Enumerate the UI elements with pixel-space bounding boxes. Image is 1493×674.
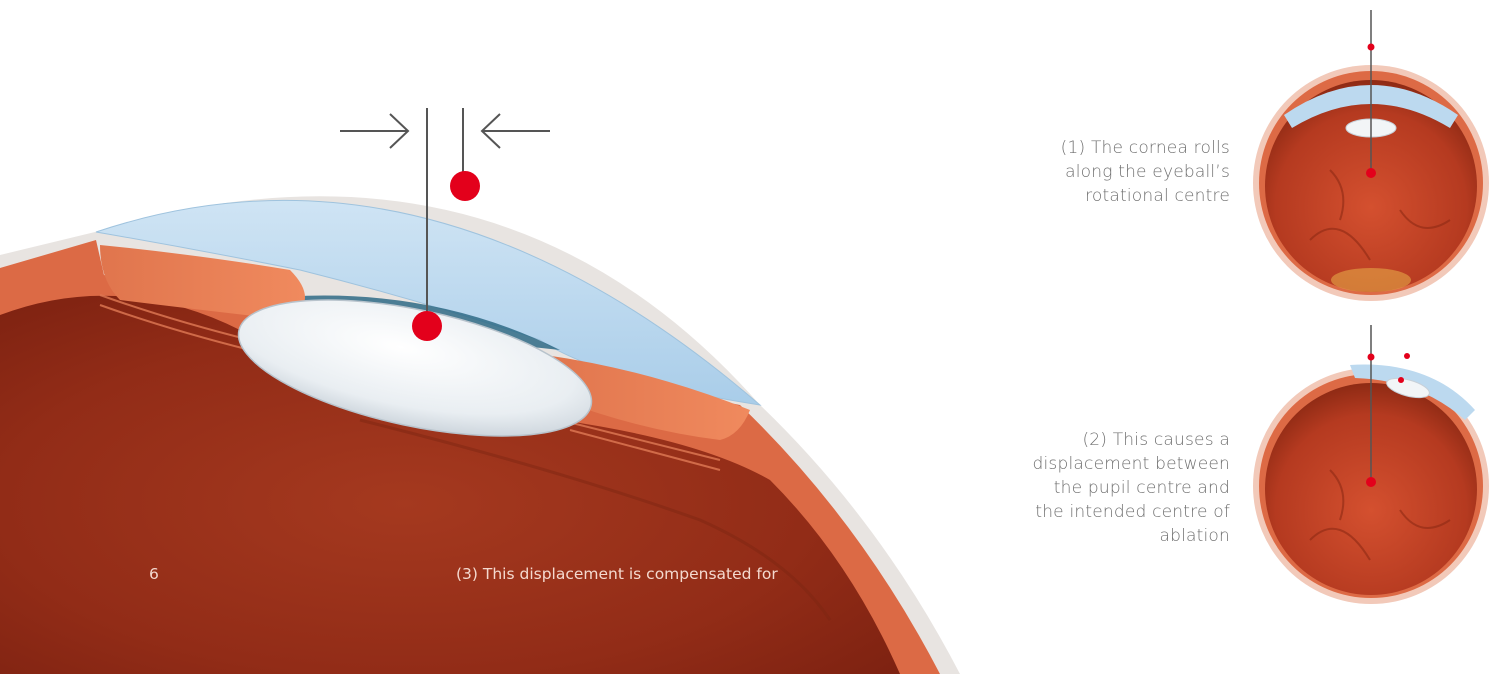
cornea-marker <box>1368 354 1375 361</box>
caption-step-2-line: the pupil centre and <box>1033 476 1230 500</box>
arrow-right-icon <box>340 114 408 148</box>
caption-step-2-line: the intended centre of <box>1033 500 1230 524</box>
cornea-marker <box>1368 44 1375 51</box>
caption-step-2-line: displacement between <box>1033 452 1230 476</box>
rotational-centre-marker <box>1366 168 1376 178</box>
pupil-centre-marker-small <box>1404 353 1410 359</box>
caption-step-2-line: (2) This causes a <box>1033 428 1230 452</box>
eye-diagram-centred <box>1250 10 1490 310</box>
caption-step-2-line: ablation <box>1033 524 1230 548</box>
caption-step-3: (3) This displacement is compensated for <box>456 565 778 583</box>
caption-step-1: (1) The cornea rolls along the eyeball’s… <box>1061 136 1230 208</box>
eye-diagram-displaced <box>1250 320 1490 620</box>
lens-marker <box>1398 377 1404 383</box>
caption-step-2: (2) This causes a displacement between t… <box>1033 428 1230 548</box>
arrow-left-icon <box>482 114 550 148</box>
page-number: 6 <box>149 565 159 583</box>
caption-step-1-line: (1) The cornea rolls <box>1061 136 1230 160</box>
caption-step-1-line: along the eyeball’s <box>1061 160 1230 184</box>
rotational-centre-marker <box>1366 477 1376 487</box>
caption-step-1-line: rotational centre <box>1061 184 1230 208</box>
ablation-centre-marker <box>450 171 480 201</box>
pupil-centre-marker <box>412 311 442 341</box>
